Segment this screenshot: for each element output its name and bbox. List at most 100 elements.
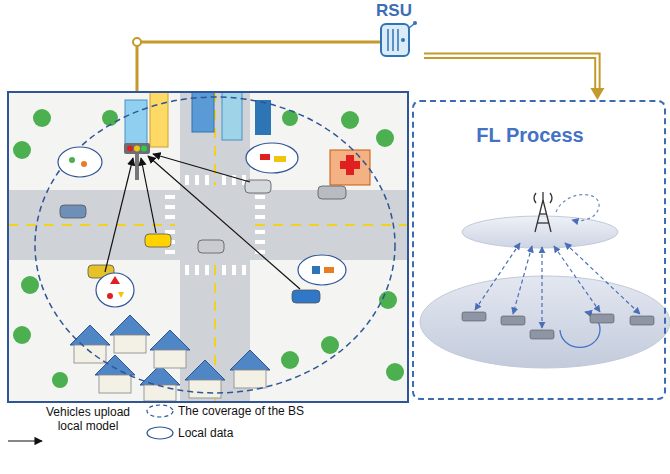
city-map-part-part-part <box>70 325 110 345</box>
city-map-part-part-part <box>205 175 209 185</box>
city-map-part-part-part <box>52 372 68 388</box>
city-map-part-part-part <box>150 330 190 350</box>
city-map-part-part-part <box>324 267 334 273</box>
city-map-part-part <box>222 93 242 140</box>
fl-network-part-part <box>513 246 532 314</box>
fl-network-part-part <box>630 316 654 325</box>
city-map-part-part <box>69 154 334 299</box>
city-map-part <box>9 93 407 401</box>
city-map-part-part <box>340 161 360 169</box>
fl-network-part-part <box>535 200 543 232</box>
city-map-part-part <box>35 97 395 393</box>
city-map-part-part-part <box>96 273 134 307</box>
city-map-part-part-part <box>148 156 300 289</box>
city-map-part-part-part <box>13 326 31 344</box>
city-map-part-part <box>255 100 271 135</box>
legend-samples-part <box>147 427 173 439</box>
city-map-part-part-part <box>110 276 120 284</box>
city-map-part-part-part <box>165 250 175 254</box>
connector-line <box>424 58 595 89</box>
city-map-part-part-part <box>274 156 286 162</box>
city-map-part-part <box>58 143 346 307</box>
fl-network-part-part <box>541 247 542 328</box>
city-map-part-part-part <box>74 345 106 363</box>
city-map-part-part-part <box>33 109 51 127</box>
city-map-part-part-part <box>154 350 186 368</box>
fl-network-part <box>462 312 654 339</box>
legend-text: Local data <box>178 426 378 440</box>
fl-network-part-part <box>543 200 551 232</box>
fl-network-part <box>475 243 640 328</box>
city-map-part-part-part <box>255 195 265 199</box>
process-region: FL Process <box>412 100 666 400</box>
fl-network-part-part <box>537 222 549 223</box>
city-map-part-part-part <box>255 215 265 219</box>
city-map-part-part-part <box>99 375 131 393</box>
rsu-icon-part <box>392 29 394 51</box>
city-map-part-part <box>124 143 150 154</box>
city-map-part-part-part <box>341 111 359 129</box>
city-map-part-part-part <box>185 175 189 185</box>
city-map-part-part-part <box>255 230 265 234</box>
city-map-part-part <box>9 224 175 226</box>
rsu-icon-part <box>381 24 409 56</box>
city-map-part-part <box>192 93 214 132</box>
fl-network-part-part <box>501 316 525 325</box>
rsu-icon <box>381 21 417 56</box>
gold-wire-part <box>133 38 141 46</box>
fl-network-part-part <box>550 193 552 203</box>
city-map-part-part-part <box>222 175 226 185</box>
arrowhead <box>590 88 604 100</box>
node-heading: RSU <box>364 0 424 21</box>
connector-line <box>424 54 600 89</box>
city-map-part-part <box>180 93 250 401</box>
city-map-part-part <box>141 146 147 152</box>
city-map-part-part <box>150 93 168 147</box>
city-map-part-part-part <box>282 110 298 126</box>
city-map-part-part-part <box>110 315 150 335</box>
city-map-part-part-part <box>141 158 156 233</box>
legend-text: Vehicles upload local model <box>44 405 132 433</box>
legend-samples <box>8 405 173 441</box>
rsu-icon-part <box>401 38 405 42</box>
city-map-part-part-part <box>58 147 102 177</box>
rsu-node: RSU <box>364 0 424 62</box>
city-map-part-part <box>74 335 266 401</box>
city-map-part-part-part <box>195 175 199 185</box>
city-map-part-part-part <box>60 205 86 218</box>
city-map-part-part <box>135 150 139 180</box>
city-map-part-part-part <box>165 195 175 199</box>
node-heading: FL Process <box>414 102 646 147</box>
legend-text: The coverage of the BS <box>178 404 378 418</box>
city-map-part-part-part <box>81 161 87 167</box>
city-map-part-part-part <box>232 265 236 275</box>
city-map-part-part-part <box>165 205 175 209</box>
rsu-icon-part <box>387 29 389 51</box>
fl-network-part <box>534 192 552 232</box>
city-map-part-part-part <box>198 240 224 253</box>
legend-samples-part <box>147 405 173 417</box>
city-map-part-part-part <box>386 363 404 381</box>
fl-network-part-part <box>462 312 486 321</box>
city-map-part-part-part <box>205 265 209 275</box>
fl-network-part-part <box>530 330 554 339</box>
city-map-part-part-part <box>185 360 225 380</box>
city-map-part-part-part <box>165 215 175 219</box>
city-map-part-part-part <box>21 276 39 294</box>
rsu-icon-part <box>397 29 399 51</box>
city-map-part-part-part <box>195 265 199 275</box>
fl-network-part-part <box>565 243 640 314</box>
fl-network <box>420 192 670 368</box>
city-map-part-part-part <box>118 292 124 298</box>
fl-network-part-part <box>554 246 600 312</box>
city-map-part-part-part <box>230 350 270 370</box>
city-map-part-part-part <box>376 129 394 147</box>
city-map <box>8 92 408 402</box>
city-map-part-part-part <box>312 266 320 274</box>
city-map-part-part-part <box>165 230 175 234</box>
fl-network-part-part <box>539 213 547 214</box>
city-map-part-part-part <box>242 265 246 275</box>
city-map-part-part-part <box>189 380 221 398</box>
fl-network-part <box>556 195 599 221</box>
